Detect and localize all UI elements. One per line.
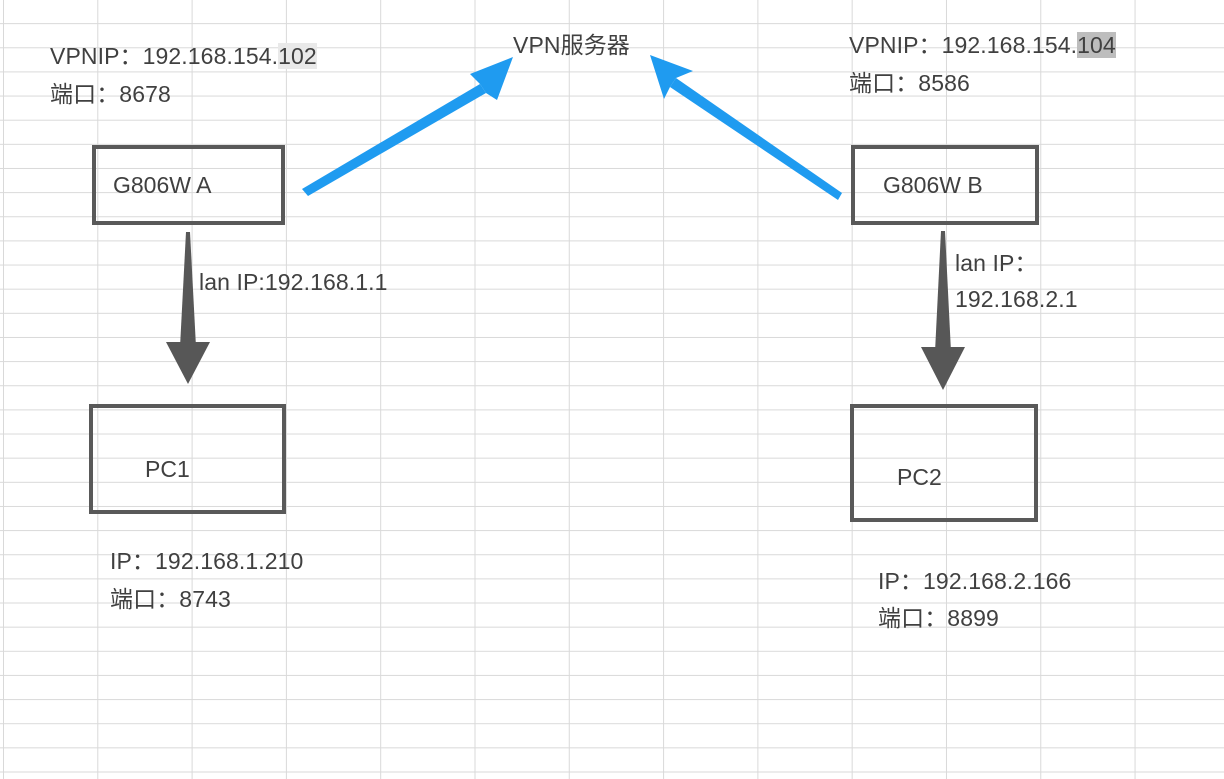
left-vpn-ip-label: VPNIP：192.168.154.102 [50,42,317,70]
blue-arrow-up-right-icon [302,57,513,196]
right-port-label: 端口：8586 [849,70,970,96]
device-label-g806w-b: G806W B [883,172,983,198]
pc-box-pc2[interactable] [850,404,1038,522]
vpn-server-label: VPN服务器 [513,32,630,58]
left-vpn-ip-prefix: VPNIP：192.168.154. [50,43,279,69]
device-box-g806w-a[interactable] [92,145,285,225]
dark-arrow-down-left-icon [166,232,210,384]
right-vpn-ip-label: VPNIP：192.168.154.104 [849,31,1116,59]
left-port-label: 端口：8678 [50,81,171,107]
right-lan-ip-label-line1: lan IP： [955,250,1038,276]
pc2-ip-label: IP：192.168.2.166 [878,568,1072,594]
pc-label-pc2: PC2 [897,464,942,490]
right-lan-ip-label-line2: 192.168.2.1 [955,286,1078,312]
dark-arrow-down-right-icon [921,231,965,390]
right-vpn-ip-prefix: VPNIP：192.168.154. [849,32,1078,58]
left-lan-ip-label: lan IP:192.168.1.1 [199,269,388,295]
pc2-port-label: 端口：8899 [878,605,999,631]
pc-box-pc1[interactable] [89,404,286,514]
left-vpn-ip-suffix: 102 [278,43,317,69]
pc1-ip-label: IP：192.168.1.210 [110,548,304,574]
device-label-g806w-a: G806W A [113,172,212,198]
blue-arrow-up-left-icon [650,55,842,200]
device-box-g806w-b[interactable] [851,145,1039,225]
pc1-port-label: 端口：8743 [110,586,231,612]
pc-label-pc1: PC1 [145,456,190,482]
right-vpn-ip-suffix: 104 [1077,32,1116,58]
